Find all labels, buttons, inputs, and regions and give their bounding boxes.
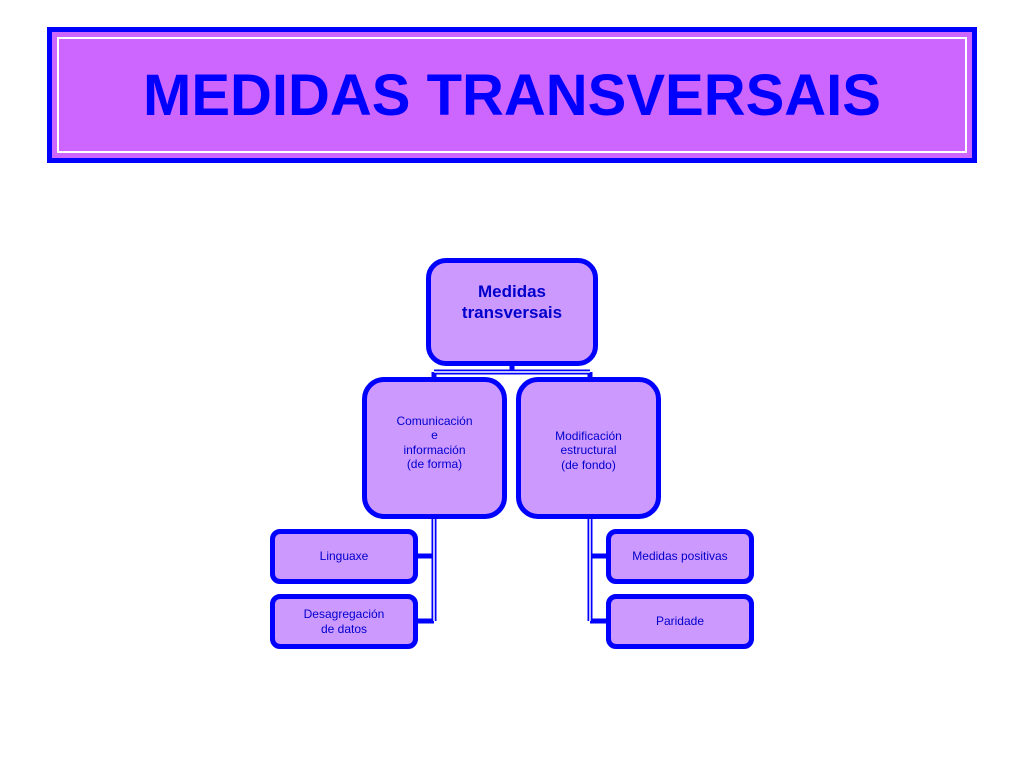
node-communication: Comunicación e información (de forma) — [362, 377, 507, 519]
node-parity: Paridade — [606, 594, 754, 649]
title-inner-border — [57, 37, 967, 153]
page-title: MEDIDAS TRANSVERSAIS — [143, 62, 881, 128]
node-language-label: Linguaxe — [319, 549, 369, 564]
node-parity-label: Paridade — [655, 614, 705, 629]
node-data-disaggregation: Desagregación de datos — [270, 594, 418, 649]
node-structural-modification-label: Modificación estructural (de fondo) — [555, 429, 622, 472]
node-communication-label: Comunicación e información (de forma) — [396, 414, 473, 472]
node-data-disaggregation-label: Desagregación de datos — [303, 607, 385, 636]
node-positive-measures: Medidas positivas — [606, 529, 754, 584]
node-root: Medidas transversais — [426, 258, 598, 366]
node-root-label: Medidas transversais — [461, 282, 563, 323]
node-positive-measures-label: Medidas positivas — [632, 549, 728, 564]
node-structural-modification: Modificación estructural (de fondo) — [516, 377, 661, 519]
title-banner: MEDIDAS TRANSVERSAIS — [47, 27, 977, 163]
node-language: Linguaxe — [270, 529, 418, 584]
